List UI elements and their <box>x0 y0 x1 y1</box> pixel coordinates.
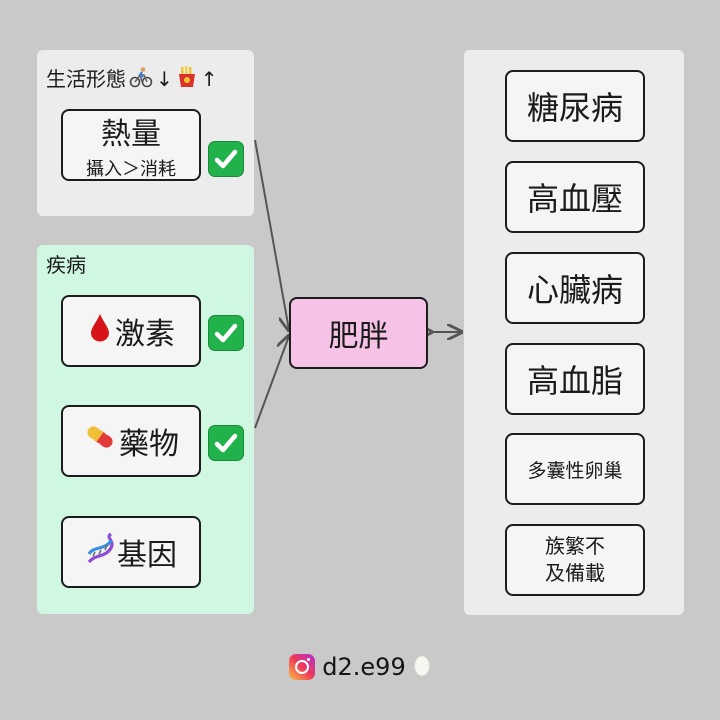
dna-icon <box>85 532 115 572</box>
instagram-handle[interactable]: d2.e99 <box>322 653 406 681</box>
result-hypertension-text: 高血壓 <box>526 180 623 218</box>
check-mark-icon <box>208 315 244 351</box>
lifestyle-label: 生活形態 ↓ ↑ <box>46 66 218 91</box>
cause-hormone-text: 激素 <box>115 317 175 352</box>
pill-icon <box>83 422 117 460</box>
cause-hormone: 激素 <box>61 295 201 367</box>
result-diabetes-text: 糖尿病 <box>526 89 623 127</box>
lifestyle-label-text: 生活形態 <box>46 66 126 91</box>
cause-drug: 藥物 <box>61 405 201 477</box>
result-pcos-text: 多囊性卵巢 <box>527 459 623 482</box>
instagram-icon[interactable] <box>289 654 316 680</box>
arrow-disease-to-center <box>254 336 289 429</box>
cause-calorie: 熱量 攝入＞消耗 <box>61 109 201 181</box>
check-mark-icon <box>208 141 244 177</box>
fries-icon <box>176 66 198 91</box>
result-diabetes: 糖尿病 <box>505 70 645 142</box>
cause-gene-text: 基因 <box>117 538 177 573</box>
results-panel <box>464 50 684 615</box>
result-pcos: 多囊性卵巢 <box>505 433 645 505</box>
result-etc: 族繁不 及備載 <box>505 524 645 596</box>
check-mark-icon <box>208 425 244 461</box>
center-obesity-text: 肥胖 <box>328 319 389 354</box>
arrow-up: ↑ <box>200 66 218 91</box>
disease-label: 疾病 <box>46 253 86 277</box>
result-hypertension: 高血壓 <box>505 161 645 233</box>
center-obesity: 肥胖 <box>289 297 428 369</box>
result-etc-line-2: 及備載 <box>545 561 605 585</box>
cause-calorie-sub: 攝入＞消耗 <box>86 159 176 180</box>
result-hyperlipidemia: 高血脂 <box>505 343 645 415</box>
egg-icon <box>413 653 431 681</box>
arrow-calorie-to-center <box>254 139 289 330</box>
result-heart-disease-text: 心臟病 <box>526 271 623 309</box>
arrow-down: ↓ <box>156 66 173 91</box>
blood-drop-icon <box>87 312 113 350</box>
result-hyperlipidemia-text: 高血脂 <box>526 362 623 400</box>
result-heart-disease: 心臟病 <box>505 252 645 324</box>
cause-calorie-text: 熱量 <box>101 117 161 152</box>
footer: d2.e99 <box>0 653 720 681</box>
cause-gene: 基因 <box>61 516 201 588</box>
cause-drug-text: 藥物 <box>119 427 179 462</box>
result-etc-line-1: 族繁不 <box>545 534 605 558</box>
cyclist-icon <box>129 66 153 91</box>
